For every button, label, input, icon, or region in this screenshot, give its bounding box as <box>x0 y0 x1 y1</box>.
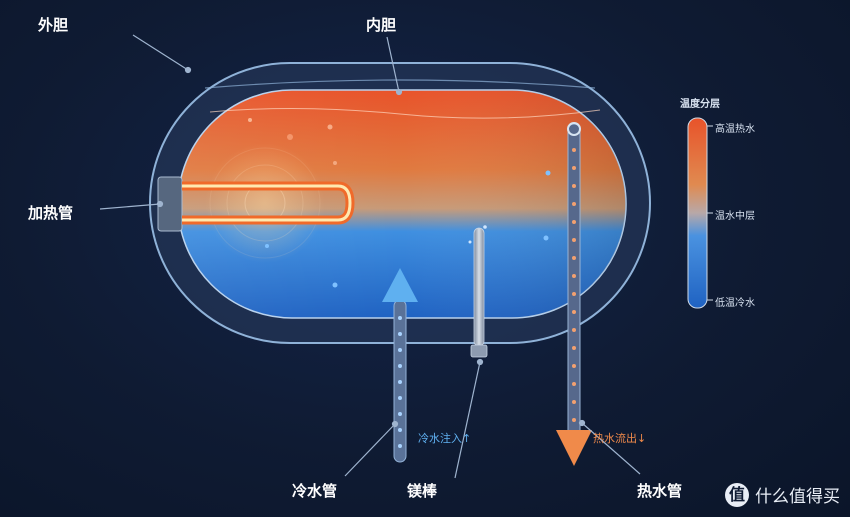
watermark: 值 什么值得买 <box>725 482 840 507</box>
label-cold-inflow: 冷水注入↑ <box>418 432 472 445</box>
label-cold-pipe: 冷水管 <box>292 482 338 500</box>
hot-pipe-inlet <box>567 122 581 136</box>
legend-low: 低温冷水 <box>715 298 755 309</box>
legend-title: 温度分层 <box>680 99 720 110</box>
label-hot-outflow: 热水流出↓ <box>593 432 647 445</box>
magnesium-rod <box>473 227 485 347</box>
hot-pipe-dots <box>572 148 576 422</box>
water-surface-line <box>209 107 601 119</box>
legend-high: 高温热水 <box>715 124 755 135</box>
inner-tank-shading <box>178 90 626 318</box>
label-heating-tube: 加热管 <box>28 204 74 222</box>
legend-mid: 温水中层 <box>715 211 755 222</box>
outer-tank-top-line <box>204 79 596 89</box>
heating-tube-core <box>182 184 352 222</box>
heat-glow <box>205 143 325 263</box>
magnesium-rod-base <box>470 344 488 358</box>
callout-lines <box>99 34 641 479</box>
heat-ring-3 <box>209 147 321 259</box>
label-magnesium-rod: 镁棒 <box>407 482 438 500</box>
cold-pipe-dots <box>398 316 402 448</box>
label-outer-tank: 外胆 <box>38 16 69 34</box>
hot-outflow-arrow <box>556 430 592 466</box>
hot-pipe-body <box>567 123 581 439</box>
heat-ring-2 <box>226 164 304 242</box>
label-hot-pipe: 热水管 <box>637 482 683 500</box>
label-inner-tank: 内胆 <box>366 16 397 34</box>
cold-inflow-arrow <box>382 268 418 302</box>
watermark-badge-icon: 值 <box>725 482 749 507</box>
water-bubbles <box>248 118 551 288</box>
temperature-legend-bar <box>687 117 708 309</box>
watermark-text: 什么值得买 <box>755 487 840 507</box>
